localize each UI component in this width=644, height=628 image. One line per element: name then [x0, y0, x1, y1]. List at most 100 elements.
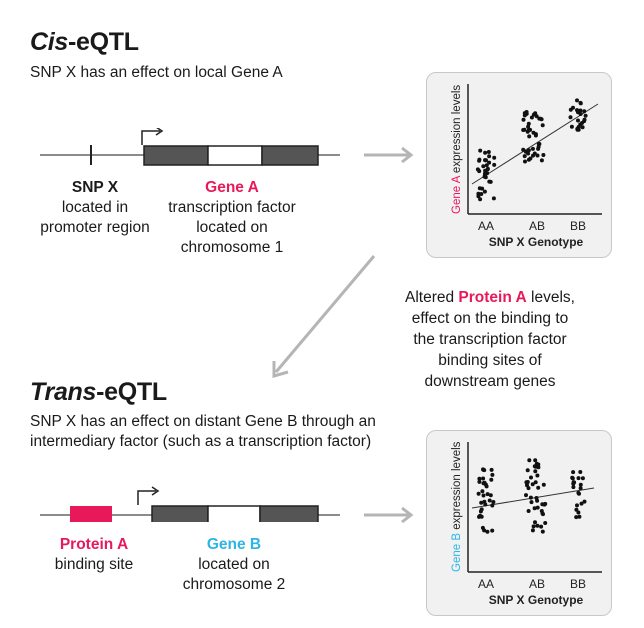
data-point	[579, 501, 584, 506]
data-point	[577, 514, 582, 519]
data-point	[522, 113, 527, 118]
data-point	[541, 512, 545, 517]
data-point	[527, 134, 532, 139]
data-point	[485, 492, 490, 497]
data-point	[571, 485, 576, 490]
data-point	[580, 125, 585, 130]
trans-tss-arrowhead	[151, 486, 160, 496]
trans-right-arrow	[364, 506, 414, 524]
cis-scatter-plot: AA AB BB SNP X Genotype Gene A expressio…	[451, 84, 602, 249]
cis-tick-ab: AB	[529, 219, 545, 233]
data-point	[524, 480, 529, 485]
data-point	[568, 107, 573, 112]
cis-trend-line	[471, 103, 599, 185]
data-point	[582, 109, 587, 114]
data-point	[482, 468, 487, 473]
data-point	[483, 158, 488, 163]
data-point	[539, 524, 544, 529]
data-point	[574, 515, 579, 520]
data-point	[580, 476, 585, 481]
cis-tick-bb: BB	[570, 219, 586, 233]
data-point	[490, 528, 495, 533]
trans-plot-panel	[426, 430, 612, 616]
data-point	[536, 142, 541, 146]
trans-gene-label: Gene B located on chromosome 2	[182, 536, 286, 593]
trans-subtitle: SNP X has an effect on distant Gene B th…	[30, 413, 376, 450]
cis-tss-arrowhead	[155, 128, 164, 136]
trans-scatter-plot: AA AB BB SNP X Genotype Gene B expressio…	[451, 441, 602, 607]
diagonal-arrow	[272, 255, 376, 378]
data-point	[478, 148, 483, 153]
data-point	[479, 192, 484, 196]
data-point	[524, 493, 528, 498]
data-point	[526, 151, 531, 156]
data-point	[533, 469, 538, 474]
data-point	[543, 521, 548, 525]
data-point	[477, 476, 482, 481]
data-point	[526, 121, 531, 126]
data-point	[492, 162, 497, 167]
data-point	[533, 458, 538, 463]
data-point	[491, 500, 496, 504]
data-point	[533, 133, 538, 138]
data-point	[490, 503, 495, 508]
data-point	[528, 495, 533, 500]
protein-effect-note: Altered Protein A levels, effect on the …	[405, 289, 575, 390]
data-point	[483, 150, 488, 155]
data-point	[575, 503, 579, 508]
data-point	[477, 186, 482, 191]
data-point	[483, 168, 488, 173]
cis-snp-label: SNP X located in promoter region	[40, 179, 150, 236]
data-point	[482, 189, 487, 194]
data-point	[521, 147, 526, 152]
data-point	[524, 110, 529, 114]
data-point	[569, 124, 574, 129]
data-point	[478, 513, 483, 518]
data-point	[530, 146, 535, 151]
data-point	[530, 482, 535, 487]
data-point	[476, 194, 481, 199]
data-point	[575, 98, 579, 103]
data-point	[578, 470, 583, 474]
data-point	[477, 157, 482, 162]
data-point	[578, 101, 583, 106]
data-point	[531, 524, 536, 529]
data-point	[534, 114, 539, 119]
data-point	[490, 472, 495, 477]
data-point	[531, 130, 536, 135]
data-point	[481, 493, 486, 498]
trans-tick-ab: AB	[529, 577, 545, 591]
data-point	[484, 163, 489, 168]
data-point	[576, 490, 581, 495]
data-point	[491, 196, 496, 201]
data-point	[521, 117, 526, 122]
data-point	[568, 115, 573, 120]
data-point	[484, 484, 489, 489]
data-point	[576, 510, 581, 515]
data-point	[522, 127, 527, 132]
cis-tick-aa: AA	[478, 219, 494, 233]
data-point	[540, 502, 545, 507]
data-point	[539, 158, 544, 163]
data-point	[481, 164, 486, 169]
data-point	[536, 144, 541, 149]
trans-tick-aa: AA	[478, 577, 494, 591]
data-point	[578, 482, 583, 487]
data-point	[526, 148, 531, 153]
cis-exon-1	[143, 145, 209, 166]
cis-gene-diagram	[40, 128, 340, 166]
data-point	[536, 462, 541, 467]
data-point	[571, 480, 576, 485]
data-point	[540, 529, 545, 534]
data-point	[479, 500, 484, 505]
trans-title: Trans-eQTL	[30, 378, 167, 406]
trans-y-label: Gene B expression levels	[451, 441, 463, 572]
data-point	[483, 502, 488, 507]
data-point	[492, 155, 497, 160]
trans-tick-bb: BB	[570, 577, 586, 591]
data-point	[526, 509, 531, 513]
data-point	[532, 151, 537, 156]
data-point	[578, 486, 583, 491]
data-point	[536, 485, 541, 490]
data-point	[540, 123, 545, 128]
